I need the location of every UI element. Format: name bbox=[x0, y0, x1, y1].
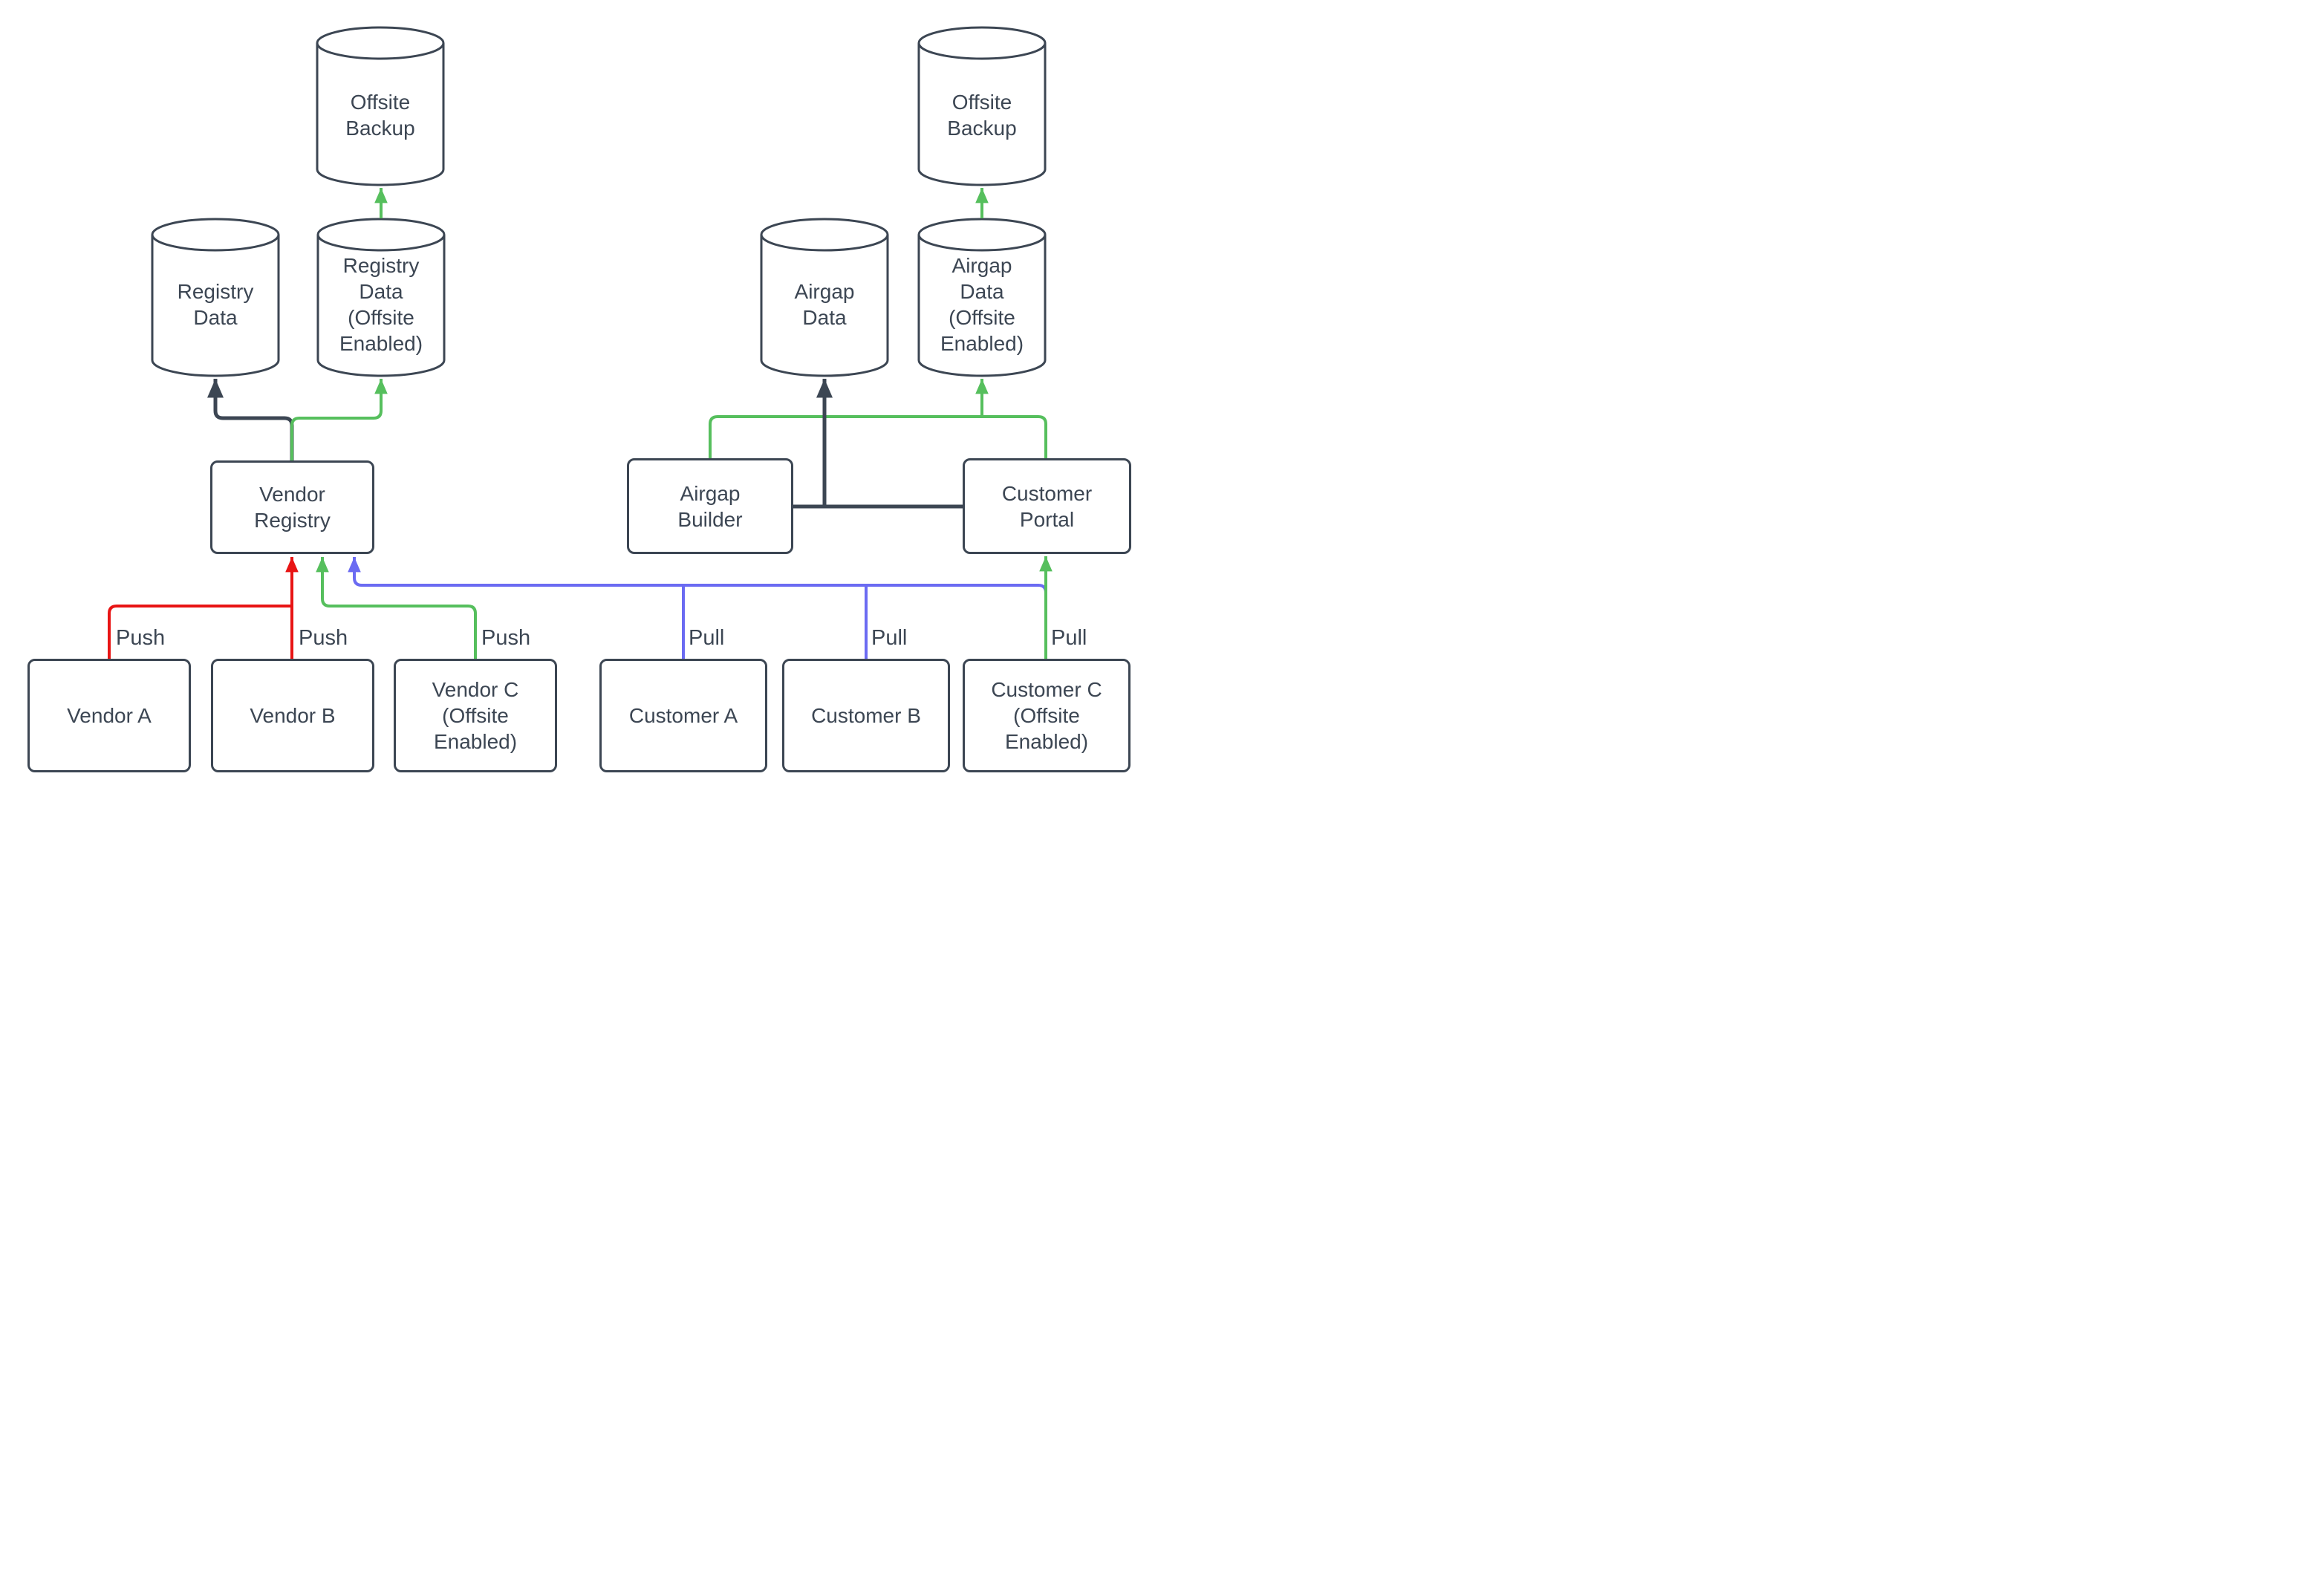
cylinder-offsite-backup-left bbox=[316, 26, 445, 186]
node-customer-portal: Customer Portal bbox=[963, 458, 1131, 554]
cylinder-label-offsite-backup-left: Offsite Backup bbox=[345, 91, 415, 140]
node-customer-a: Customer A bbox=[599, 659, 767, 772]
cylinder-airgap-data-offsite bbox=[917, 218, 1047, 377]
diagram-canvas: Offsite Backup Registry Data Registry Da… bbox=[0, 0, 1156, 798]
cylinder-registry-data-offsite bbox=[316, 218, 446, 377]
cylinder-label-airgap-data: Airgap Data bbox=[794, 280, 855, 329]
cylinder-label-offsite-backup-right: Offsite Backup bbox=[947, 91, 1017, 140]
edge-label-push-vendor-c: Push bbox=[481, 625, 531, 650]
edge-label-pull-customer-c: Pull bbox=[1051, 625, 1087, 650]
edge-registry-to-registry-data-offsite bbox=[290, 378, 388, 460]
node-vendor-c: Vendor C (Offsite Enabled) bbox=[394, 659, 557, 772]
cylinder-registry-data bbox=[151, 218, 280, 377]
cylinder-label-airgap-data-offsite: Airgap Data (Offsite Enabled) bbox=[940, 254, 1024, 355]
edge-registry-to-registry-data bbox=[206, 378, 294, 463]
edge-label-pull-customer-a: Pull bbox=[689, 625, 725, 650]
diagram-shapes bbox=[108, 26, 1053, 659]
edge-label-push-vendor-a: Push bbox=[116, 625, 166, 650]
node-vendor-registry: Vendor Registry bbox=[210, 460, 374, 554]
node-airgap-builder: Airgap Builder bbox=[627, 458, 793, 554]
cylinder-offsite-backup-right bbox=[917, 26, 1047, 186]
edge-label-push-vendor-b: Push bbox=[299, 625, 348, 650]
node-vendor-a: Vendor A bbox=[27, 659, 191, 772]
edge-builder-portal-offsite-link bbox=[709, 415, 1047, 458]
cylinder-airgap-data bbox=[760, 218, 889, 377]
cylinder-label-registry-data: Registry Data bbox=[177, 280, 254, 329]
cylinder-label-registry-data-offsite: Registry Data (Offsite Enabled) bbox=[339, 254, 423, 355]
node-vendor-b: Vendor B bbox=[211, 659, 374, 772]
edge-vendor-c-push bbox=[316, 556, 477, 659]
edge-label-pull-customer-b: Pull bbox=[871, 625, 908, 650]
node-customer-b: Customer B bbox=[782, 659, 950, 772]
edge-vendor-a-push bbox=[108, 605, 292, 659]
node-customer-c: Customer C (Offsite Enabled) bbox=[963, 659, 1131, 772]
